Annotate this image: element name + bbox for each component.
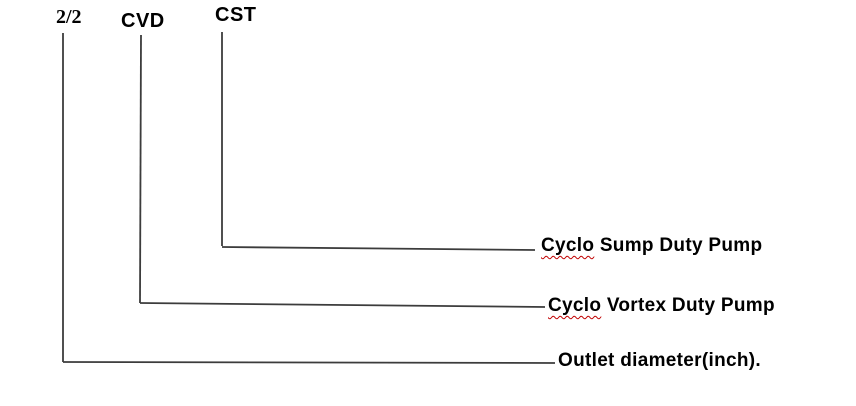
outlet-horizontal-line (62, 361, 556, 364)
label-word-cyclo-underlined: Cyclo (541, 235, 595, 256)
cvd-vertical-line (139, 34, 142, 304)
label-cyclo-sump-duty-pump: Cyclo Sump Duty Pump (541, 235, 763, 257)
label-word-rest: Outlet diameter(inch). (558, 350, 761, 371)
cst-horizontal-line (221, 246, 536, 251)
code-cst: CST (215, 4, 257, 26)
cvd-horizontal-line (139, 302, 546, 308)
label-word-cyclo-underlined: Cyclo (548, 295, 602, 316)
label-word-rest: Vortex Duty Pump (601, 295, 775, 316)
label-cyclo-vortex-duty-pump: Cyclo Vortex Duty Pump (548, 295, 775, 317)
label-outlet-diameter: Outlet diameter(inch). (558, 350, 761, 372)
label-word-rest: Sump Duty Pump (594, 235, 763, 256)
code-outlet-diameter: 2/2 (56, 6, 82, 28)
code-cvd: CVD (121, 10, 165, 32)
